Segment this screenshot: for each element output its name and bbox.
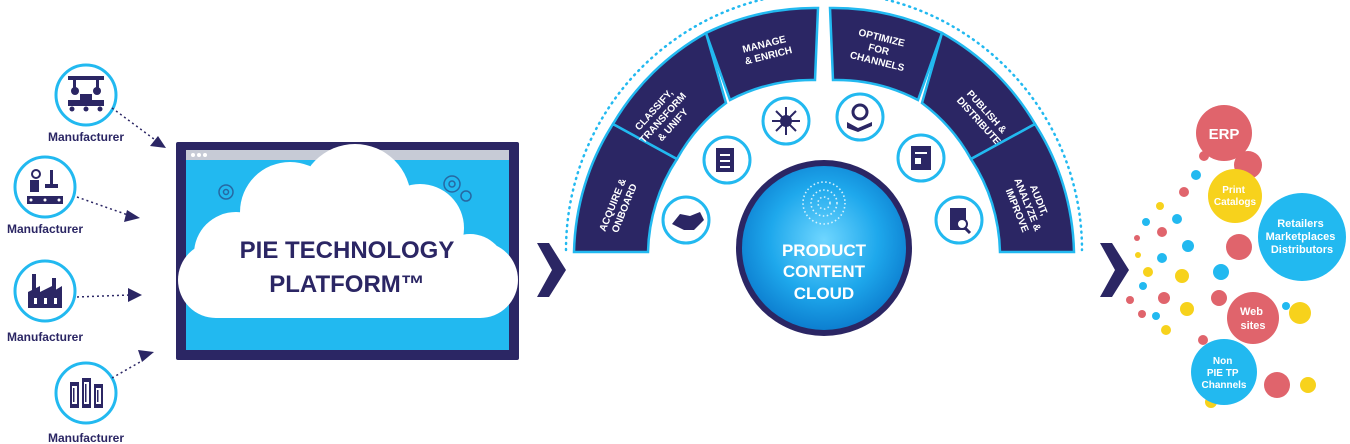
stage-classify: CLASSIFY, TRANSFORM & UNIFY: [611, 31, 728, 161]
svg-text:Retailers Marketplaces: Retailers Marketplaces Distributors: [1266, 218, 1339, 256]
platform-title-line-2: PLATFORM™: [269, 271, 425, 298]
svg-text:Web sites: Web sites: [1240, 306, 1266, 332]
manufacturer-connectors: [76, 107, 159, 379]
manufacturer-label: Manufacturer: [7, 330, 83, 344]
stage-audit: AUDIT, ANALYZE & IMPROVE: [969, 122, 1076, 254]
id-document-icon: [896, 133, 946, 183]
manufacturer-2: Manufacturer: [7, 155, 83, 236]
manufacturer-4: Manufacturer: [48, 361, 124, 444]
stage-manage: MANAGE & ENRICH: [704, 6, 820, 102]
hand-gear-icon: [835, 92, 885, 142]
gear-icon: [218, 175, 472, 202]
channel-label: sites: [1240, 320, 1265, 332]
channel-erp: ERP: [1196, 105, 1252, 161]
cloud-shape: [178, 144, 518, 318]
platform-title-line-1: PIE TECHNOLOGY: [240, 237, 455, 264]
stage-label: FOR: [867, 42, 891, 58]
channel-label: Channels: [1201, 380, 1246, 391]
channel-label: Print: [1222, 185, 1245, 196]
stage-icons: [661, 92, 984, 245]
channel-print-catalogs: Print Catalogs: [1208, 169, 1262, 223]
channel-label: Marketplaces: [1266, 231, 1336, 243]
platform-window: PIE TECHNOLOGY PLATFORM™: [176, 142, 519, 360]
robot-arm-icon: [68, 76, 104, 112]
assembly-line-icon: [27, 169, 63, 204]
document-icon: [702, 135, 752, 185]
channel-non-pie: Non PIE TP Channels: [1191, 339, 1257, 405]
warehouse-icon: [70, 378, 103, 408]
svg-text:Print Catalogs: Print Catalogs: [1214, 185, 1257, 208]
manufacturer-1: Manufacturer: [48, 63, 124, 144]
manufacturer-label: Manufacturer: [48, 431, 124, 444]
factory-icon: [28, 274, 62, 308]
channel-label: Catalogs: [1214, 197, 1257, 208]
channel-websites: Web sites: [1227, 292, 1279, 344]
spiral-icon: [802, 181, 846, 225]
connector-arrowheads: [124, 136, 166, 362]
stage-optimize: OPTIMIZE FOR CHANNELS: [828, 6, 944, 102]
network-gear-icon: [761, 96, 811, 146]
cloud-title-line-1: PRODUCT: [782, 241, 867, 260]
chevron-right-icon: [1100, 243, 1129, 297]
channel-label: PIE TP: [1207, 368, 1239, 379]
manufacturer-label: Manufacturer: [48, 130, 124, 144]
svg-text:Non PIE TP Channel: Non PIE TP Channels: [1201, 356, 1246, 391]
outer-dotted-arc: [564, 0, 1084, 252]
cloud-title-line-2: CONTENT: [783, 262, 866, 281]
stage-acquire: ACQUIRE & ONBOARD: [572, 122, 679, 254]
channel-label: Non: [1213, 356, 1232, 367]
product-content-cloud: PRODUCT CONTENT CLOUD: [736, 160, 912, 336]
manufacturer-label: Manufacturer: [7, 222, 83, 236]
process-stages: ACQUIRE & ONBOARD CLASSIFY, TRANSFORM & …: [572, 6, 1076, 254]
handshake-icon: [661, 195, 711, 245]
channel-label: ERP: [1209, 126, 1240, 143]
channel-retailers: Retailers Marketplaces Distributors: [1258, 193, 1346, 281]
manufacturer-3: Manufacturer: [7, 259, 83, 344]
channel-label: Distributors: [1271, 244, 1333, 256]
channel-label: Retailers: [1277, 218, 1323, 230]
cloud-title-line-3: CLOUD: [794, 284, 854, 303]
magnifier-document-icon: [934, 195, 984, 245]
channel-label: Web: [1240, 306, 1263, 318]
chevron-right-icon: [537, 243, 566, 297]
